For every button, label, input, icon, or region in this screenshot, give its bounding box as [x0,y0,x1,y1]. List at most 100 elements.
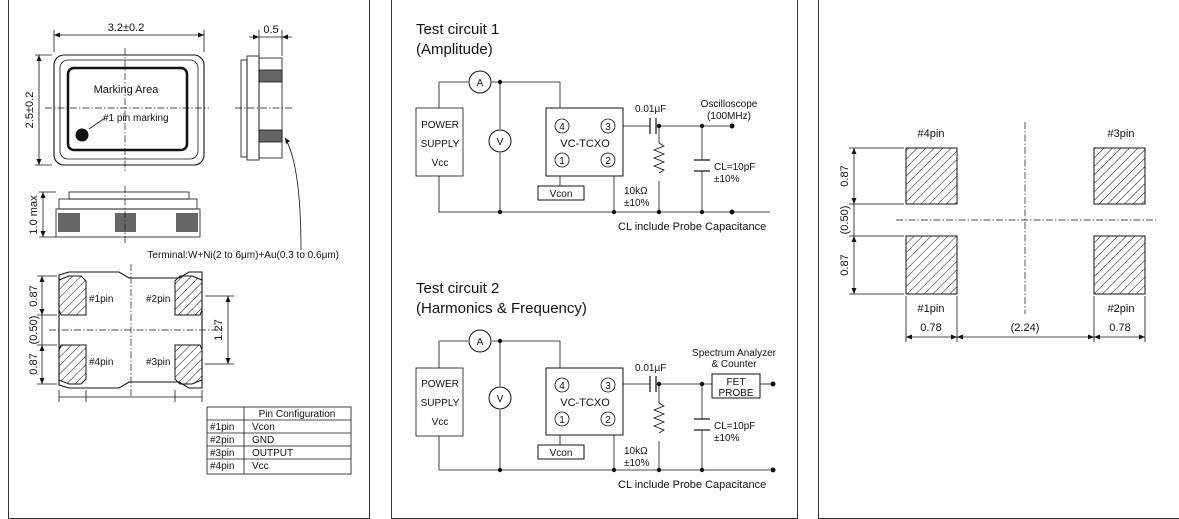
circuit2-probe-l1: FET [727,377,746,388]
test-circuit-2: Test circuit 2 (Harmonics & Frequency) P… [415,280,777,491]
land-width-left-dim: 0.78 [920,322,941,334]
circuit2-ammeter-label: A [477,337,484,348]
circuit1-subtitle: (Amplitude) [416,41,493,58]
land-gap-dim: (0.50) [839,206,851,235]
circuit2-pin3: 3 [605,381,611,392]
land-pattern-panel: #4pin #3pin #1pin #2pin 0.87 (0.50) 0.87… [818,0,1179,519]
circuit1-power-supply [415,107,464,177]
bottom-pad-top-dim: 0.87 [28,285,40,306]
test-circuit-1: Test circuit 1 (Amplitude) POWER SUPPLY … [415,21,770,233]
circuit1-res-l2: ±10% [624,198,650,209]
circuit2-cl-l1: CL=10pF [714,421,755,432]
circuit1-instrument-l1: Oscilloscope [701,99,758,110]
land-center-gap-dim: (2.24) [1011,322,1040,334]
bottom-pin2-label: #2pin [146,294,170,305]
circuit2-ammeter [468,329,492,353]
circuit2-cap-label: 0.01μF [635,363,666,374]
pin-config-row3-func: OUTPUT [252,448,293,459]
pin-config-table: Pin Configuration #1pin Vcon #2pin GND #… [206,406,352,475]
circuit1-device-label: VC-TCXO [560,138,610,150]
pin-config-row1-func: Vcon [252,422,275,433]
circuit1-vcon-label: Vcon [550,189,573,200]
front-view: 1.0 max [28,186,201,243]
circuit2-fet-probe [711,373,761,399]
circuit1-voltmeter [488,129,512,153]
circuit1-voltmeter-label: V [497,137,504,148]
circuit1-note: CL include Probe Capacitance [618,221,766,233]
test-circuits-drawing: Test circuit 1 (Amplitude) POWER SUPPLY … [415,21,777,491]
circuit1-power-l2: SUPPLY [421,139,460,150]
circuit1-vcon-box [537,185,585,201]
circuit2-instrument-l2: & Counter [711,359,757,370]
circuit1-pin1: 1 [559,156,565,167]
circuit2-pin2: 2 [605,415,611,426]
circuit2-power-supply [415,367,464,437]
circuit2-voltmeter-label: V [497,394,504,405]
circuit2-vcon-box [537,444,585,460]
package-outline-panel: Marking Area #1 pin marking 3.2±0.2 2.5±… [8,0,370,519]
circuit1-pin2: 2 [605,156,611,167]
land-width-right-dim: 0.78 [1109,322,1130,334]
land-height-top-dim: 0.87 [839,165,851,186]
bottom-pin1-label: #1pin [89,294,113,305]
pin-config-row4-func: Vcc [252,461,269,472]
circuit2-res-l2: ±10% [624,458,650,469]
circuit1-ammeter-label: A [477,78,484,89]
marking-area-label: Marking Area [94,84,160,96]
circuit1-power-l1: POWER [421,120,459,131]
land-pin3-label: #3pin [1108,128,1135,140]
pin-config-row2-pin: #2pin [210,435,234,446]
circuit2-pin1: 1 [559,415,565,426]
circuit2-power-l1: POWER [421,379,459,390]
package-outline-drawing: Marking Area #1 pin marking 3.2±0.2 2.5±… [24,22,352,475]
circuit1-cl-l1: CL=10pF [714,162,755,173]
circuit2-probe-l2: PROBE [718,388,753,399]
pkg-width-dim: 3.2±0.2 [108,22,145,34]
side-thickness-dim: 0.5 [263,24,278,36]
top-view: Marking Area #1 pin marking 3.2±0.2 2.5±… [24,22,209,172]
side-view: 0.5 [235,24,302,251]
land-pad-3 [1093,147,1146,205]
bottom-view: #1pin #2pin #4pin #3pin 0.87 (0.50) 0.87… [28,264,234,402]
pin-config-header: Pin Configuration [259,409,336,420]
circuit2-voltmeter [488,386,512,410]
bottom-pin4-label: #4pin [89,357,113,368]
circuit2-cl-l2: ±10% [714,433,740,444]
land-pad-2 [1093,235,1146,295]
circuit1-cl-l2: ±10% [714,174,740,185]
circuit2-subtitle: (Harmonics & Frequency) [416,300,587,317]
pin1-marking-label: #1 pin marking [103,113,169,124]
circuit1-resistor [652,142,666,174]
circuit1-res-l1: 10kΩ [624,186,648,197]
pin-config-row3-pin: #3pin [210,448,234,459]
circuit2-vcon-label: Vcon [550,448,573,459]
circuit2-power-l3: Vcc [432,417,449,428]
test-circuits-panel: Test circuit 1 (Amplitude) POWER SUPPLY … [391,0,798,519]
bottom-gap-dim: (0.50) [28,316,40,345]
pin-config-row2-func: GND [252,435,274,446]
circuit1-cap-label: 0.01μF [635,104,666,115]
circuit2-power-l2: SUPPLY [421,398,460,409]
terminal-note: Terminal:W+Ni(2 to 6μm)+Au(0.3 to 0.6μm) [147,250,339,261]
circuit1-title: Test circuit 1 [416,21,499,38]
pad-pitch-dim: 1.27 [213,319,225,340]
circuit2-instrument-l1: Spectrum Analyzer [692,348,777,359]
circuit1-power-l3: Vcc [432,158,449,169]
height-max-dim: 1.0 max [28,195,40,235]
circuit2-device-label: VC-TCXO [560,397,610,409]
circuit1-ammeter [468,70,492,94]
circuit1-pin4: 4 [559,122,565,133]
land-pin1-label: #1pin [918,303,945,315]
land-pattern-drawing: #4pin #3pin #1pin #2pin 0.87 (0.50) 0.87… [839,122,1156,342]
pkg-length-dim: 2.5±0.2 [24,92,36,129]
circuit1-instrument-l2: (100MHz) [707,111,751,122]
land-pad-4 [905,147,958,205]
bottom-pad-bottom-dim: 0.87 [28,353,40,374]
circuit2-note: CL include Probe Capacitance [618,479,766,491]
circuit2-res-l1: 10kΩ [624,446,648,457]
pin1-marking-dot [75,128,89,142]
circuit2-resistor [652,402,666,434]
circuit2-title: Test circuit 2 [416,280,499,297]
circuit1-pin3: 3 [605,122,611,133]
land-pad-1 [905,235,958,295]
